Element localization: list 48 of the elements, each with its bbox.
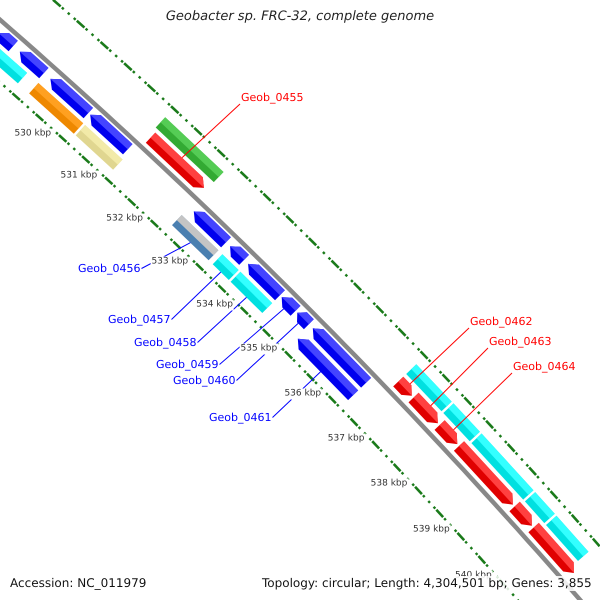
leader-line bbox=[197, 296, 247, 343]
gene-bar bbox=[546, 516, 588, 561]
gene-block bbox=[20, 52, 48, 78]
gene-label: Geob_0456 bbox=[78, 262, 140, 275]
gene-bar bbox=[471, 434, 534, 500]
gene-label: Geob_0459 bbox=[156, 358, 218, 371]
scale-label: 531 kbp bbox=[60, 170, 98, 182]
gene-label: Geob_0461 bbox=[209, 411, 272, 424]
leader-line bbox=[410, 328, 470, 384]
gene-bar bbox=[212, 254, 239, 280]
scale-label: 535 kbp bbox=[240, 344, 278, 355]
gene-block bbox=[194, 211, 231, 248]
gene-bar bbox=[76, 125, 123, 170]
gene-label: Geob_0455 bbox=[241, 91, 304, 104]
gene-block bbox=[248, 264, 285, 300]
scale-label: 532 kbp bbox=[105, 213, 144, 224]
scale-label: 538 kbp bbox=[370, 478, 408, 490]
leader-line bbox=[171, 272, 222, 320]
leader-line bbox=[430, 348, 488, 406]
gene-block bbox=[393, 376, 412, 396]
gene-label: Geob_0458 bbox=[134, 336, 196, 349]
gene-block bbox=[0, 33, 18, 52]
gene-block bbox=[509, 502, 532, 526]
scale-label: 533 kbp bbox=[150, 256, 190, 268]
gene-block bbox=[146, 132, 204, 188]
scale-label: 534 kbp bbox=[195, 300, 234, 311]
gene-label: Geob_0464 bbox=[513, 360, 576, 373]
leader-line bbox=[453, 372, 512, 430]
scale-label: 530 kbp bbox=[13, 128, 52, 140]
gene-block bbox=[230, 246, 249, 265]
scale-label: 537 kbp bbox=[326, 433, 366, 444]
gene-block bbox=[408, 392, 438, 424]
leader-line bbox=[219, 308, 284, 365]
gene-block bbox=[50, 78, 93, 118]
scale-label: 539 kbp bbox=[412, 524, 451, 535]
gene-label: Geob_0462 bbox=[470, 315, 532, 328]
gene-block bbox=[282, 297, 300, 316]
gene-block bbox=[312, 328, 372, 388]
leader-line bbox=[182, 104, 240, 158]
gene-label: Geob_0457 bbox=[108, 313, 170, 326]
chart-title: Geobacter sp. FRC-32, complete genome bbox=[164, 10, 436, 23]
gene-block bbox=[297, 312, 314, 330]
accession-text: Accession: NC_011979 bbox=[10, 577, 146, 590]
scale-label: 536 kbp bbox=[283, 388, 322, 400]
gene-block bbox=[434, 420, 458, 444]
gene-label: Geob_0463 bbox=[489, 335, 552, 348]
gene-label: Geob_0460 bbox=[173, 374, 236, 387]
gene-bar bbox=[524, 492, 555, 524]
